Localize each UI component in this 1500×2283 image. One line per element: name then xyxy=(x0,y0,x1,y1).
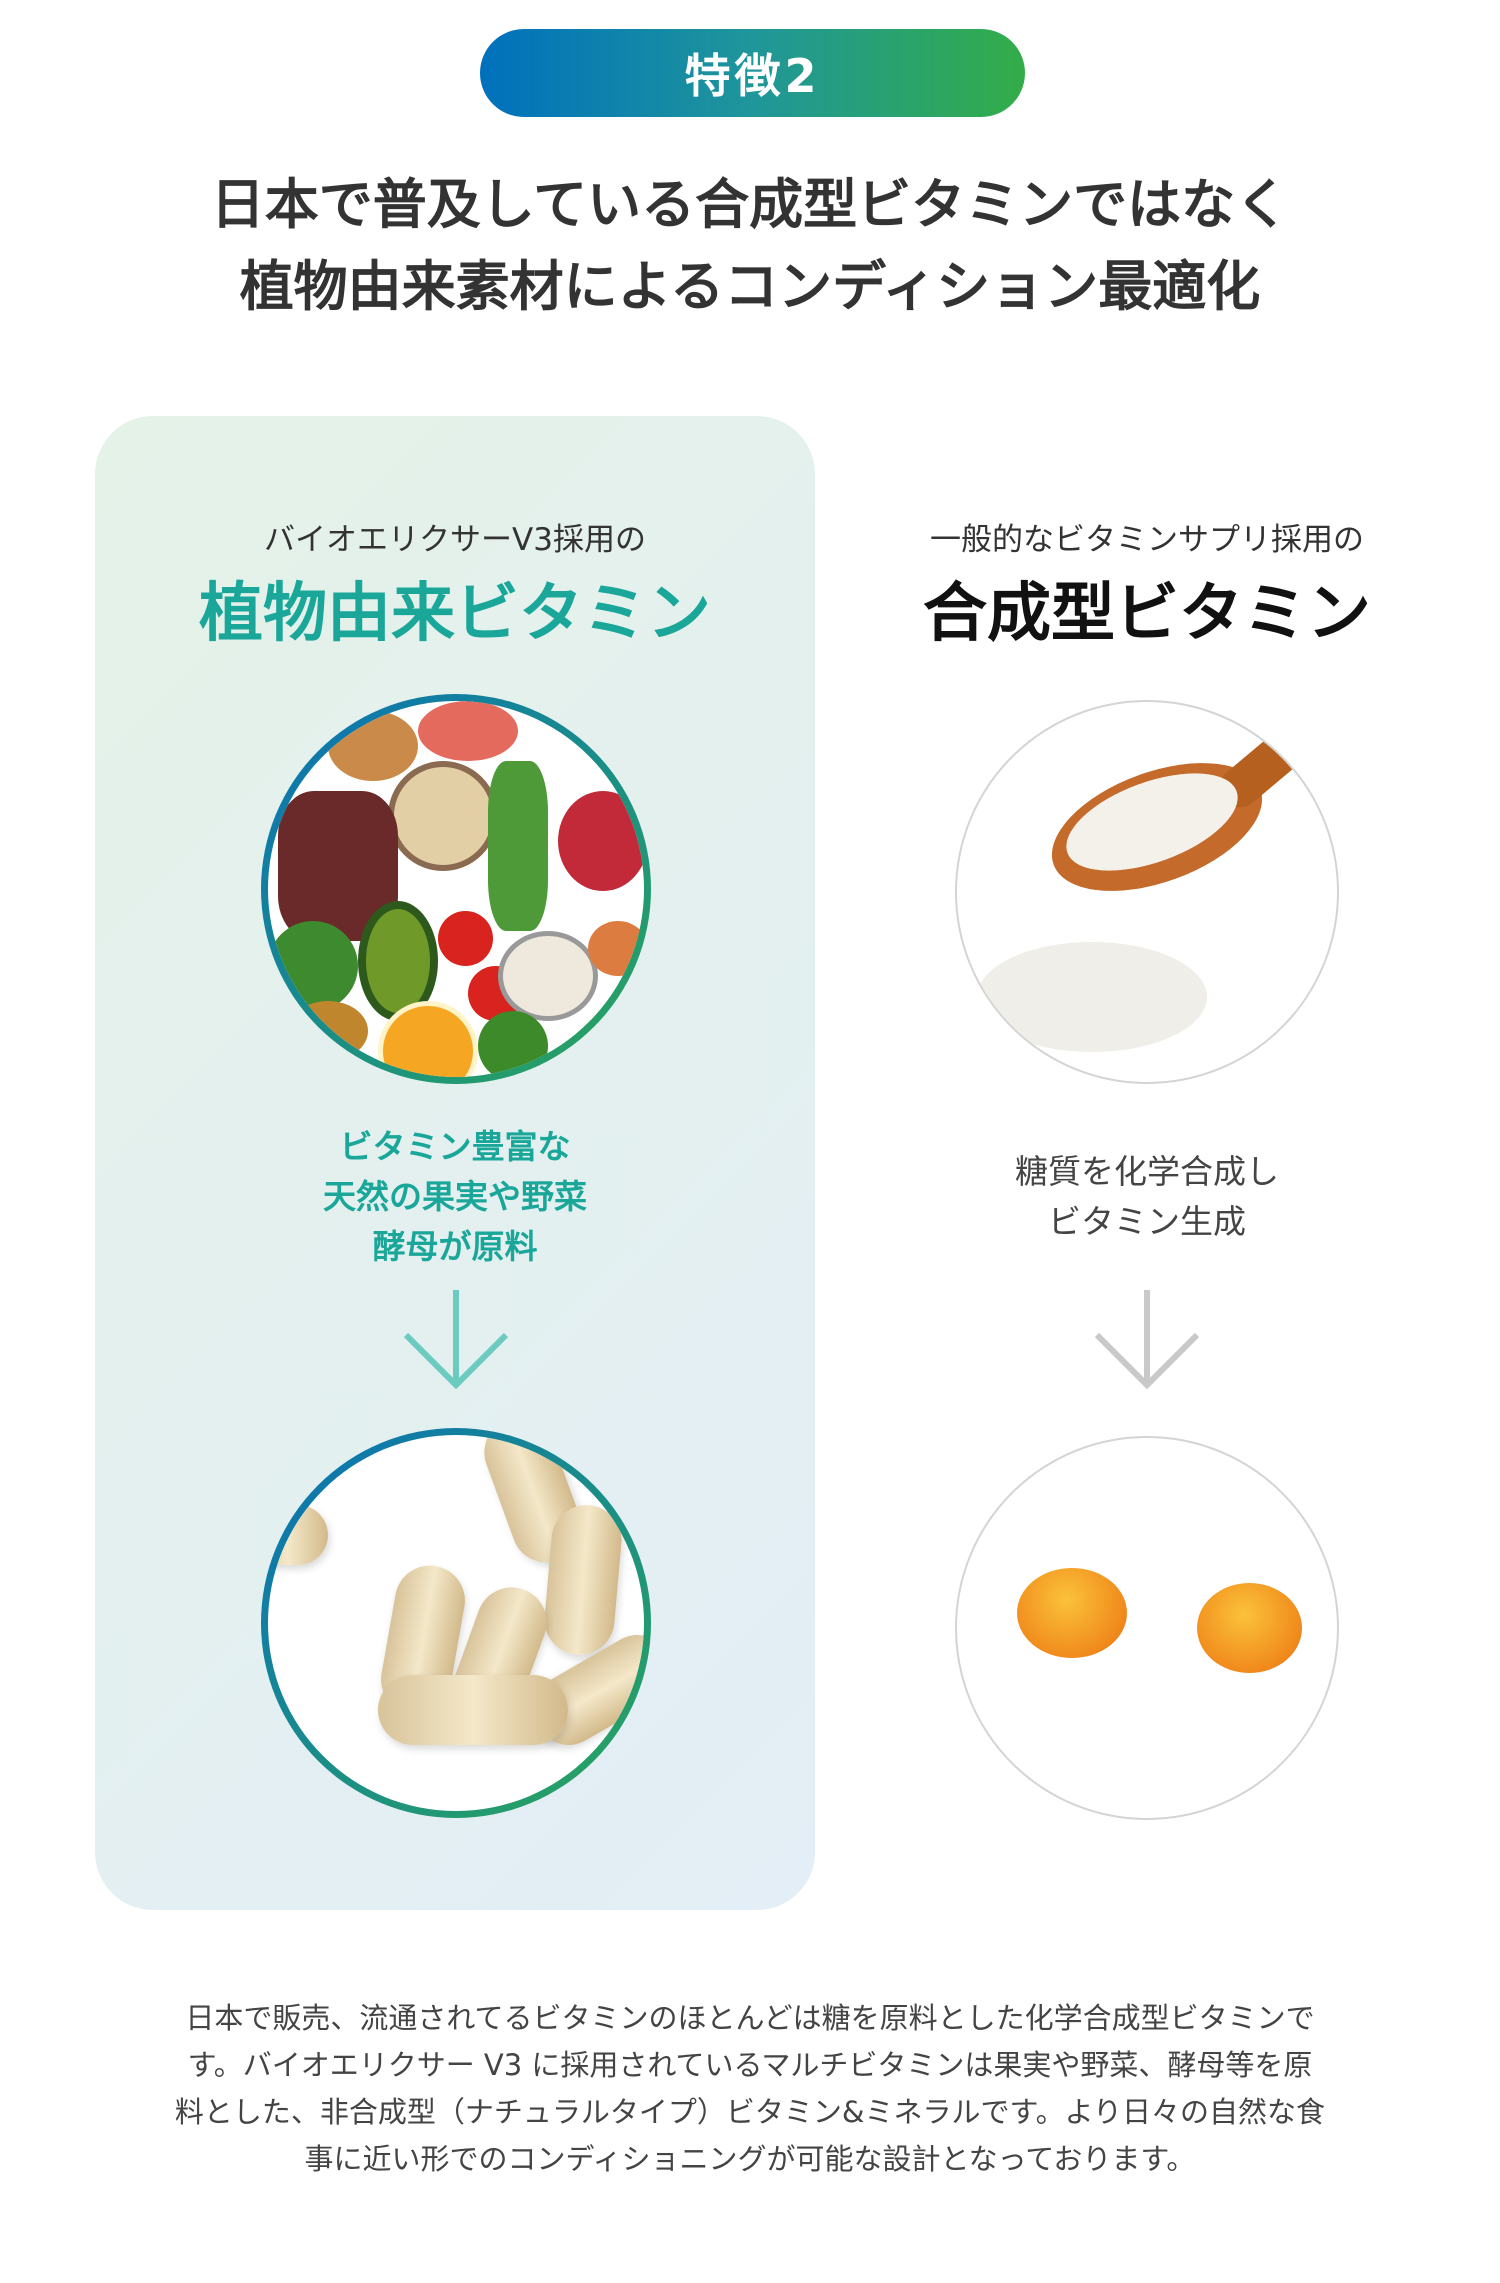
right-subtitle: 一般的なビタミンサプリ採用の xyxy=(930,522,1364,558)
right-heading: 合成型ビタミン xyxy=(923,577,1371,651)
powder-spoon-image xyxy=(955,700,1339,1084)
body-line: 事に近い形でのコンディショニングが可能な設計となっております。 xyxy=(304,2142,1196,2176)
right-desc-line: 糖質を化学合成し xyxy=(1015,1152,1279,1191)
arrow-down-icon xyxy=(1094,1290,1200,1390)
body-line: 料とした、非合成型（ナチュラルタイプ）ビタミン&ミネラルです。より日々の自然な食 xyxy=(174,2095,1326,2129)
right-desc-line: ビタミン生成 xyxy=(1048,1202,1246,1241)
left-subtitle: バイオエリクサーV3採用の xyxy=(264,522,646,558)
section-title-line-2: 植物由来素材によるコンディション最適化 xyxy=(239,255,1261,318)
fruits-vegetables-image xyxy=(261,694,651,1084)
arrow-down-icon xyxy=(403,1290,509,1390)
section-title-line-1: 日本で普及している合成型ビタミンではなく xyxy=(210,173,1290,236)
tablets-image xyxy=(955,1436,1339,1820)
body-paragraph: 日本で販売、流通されてるビタミンのほとんどは糖を原料とした化学合成型ビタミンで … xyxy=(100,1995,1400,2183)
left-description: ビタミン豊富な 天然の果実や野菜 酵母が原料 xyxy=(95,1122,815,1272)
feature-badge: 特徴2 xyxy=(480,29,1025,117)
left-desc-line: ビタミン豊富な xyxy=(339,1127,571,1166)
left-desc-line: 酵母が原料 xyxy=(372,1227,538,1266)
capsules-image xyxy=(261,1428,651,1818)
left-desc-line: 天然の果実や野菜 xyxy=(323,1177,587,1216)
right-description: 糖質を化学合成し ビタミン生成 xyxy=(787,1147,1500,1247)
body-line: 日本で販売、流通されてるビタミンのほとんどは糖を原料とした化学合成型ビタミンで xyxy=(185,2001,1315,2035)
left-heading: 植物由来ビタミン xyxy=(199,577,711,651)
body-line: す。バイオエリクサー V3 に採用されているマルチビタミンは果実や野菜、酵母等を… xyxy=(187,2048,1313,2082)
